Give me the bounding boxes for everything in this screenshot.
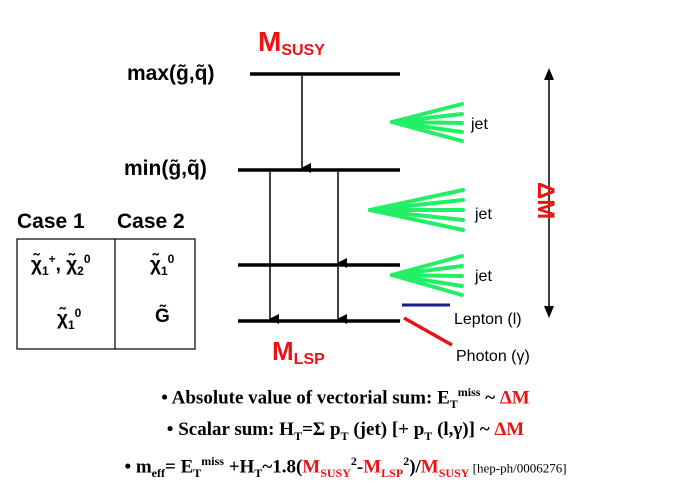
formula-line-missing-et: • Absolute value of vectorial sum: ETmis…: [161, 385, 530, 412]
case1-row1-cell: χ̃1+, χ̃20: [31, 252, 91, 279]
case2-row2-cell: G̃: [155, 306, 170, 327]
case1-row2-cell: χ̃10: [57, 306, 82, 333]
formula-line-meff: • meff= ETmiss +HT~1.8(MSUSY2-MLSP2)/MSU…: [124, 453, 567, 481]
cases-table-border: [16, 238, 196, 350]
photon-label: Photon (γ): [456, 348, 530, 365]
formula-line-scalar-sum: • Scalar sum: HT=Σ pT (jet) [+ pT (l,γ)]…: [166, 419, 525, 443]
delta-m-label: ΔM: [532, 182, 559, 220]
jet-label-1: jet: [471, 116, 488, 133]
jet-fan-3: [390, 254, 464, 297]
jet-fan-1: [390, 102, 464, 143]
level-max-label: max(g̃,q̃): [127, 62, 215, 85]
m-susy-label: MSUSY: [258, 26, 325, 59]
energy-level-diagram: [16, 68, 554, 350]
delta-m-arrow-bottom-head: [544, 306, 554, 318]
photon-line: [403, 316, 453, 347]
case1-header: Case 1: [17, 210, 85, 233]
lepton-label: Lepton (l): [454, 311, 522, 328]
formula-block: • Absolute value of vectorial sum: ETmis…: [0, 380, 691, 486]
jet-label-2: jet: [475, 206, 492, 223]
case2-header: Case 2: [117, 210, 185, 233]
level-min-label: min(g̃,q̃): [124, 157, 207, 180]
jet-label-3: jet: [475, 268, 492, 285]
delta-m-arrow-top-head: [544, 68, 554, 80]
jet-fan-2: [368, 188, 465, 232]
m-lsp-label: MLSP: [272, 336, 325, 368]
case2-row1-cell: χ̃10: [150, 252, 175, 279]
